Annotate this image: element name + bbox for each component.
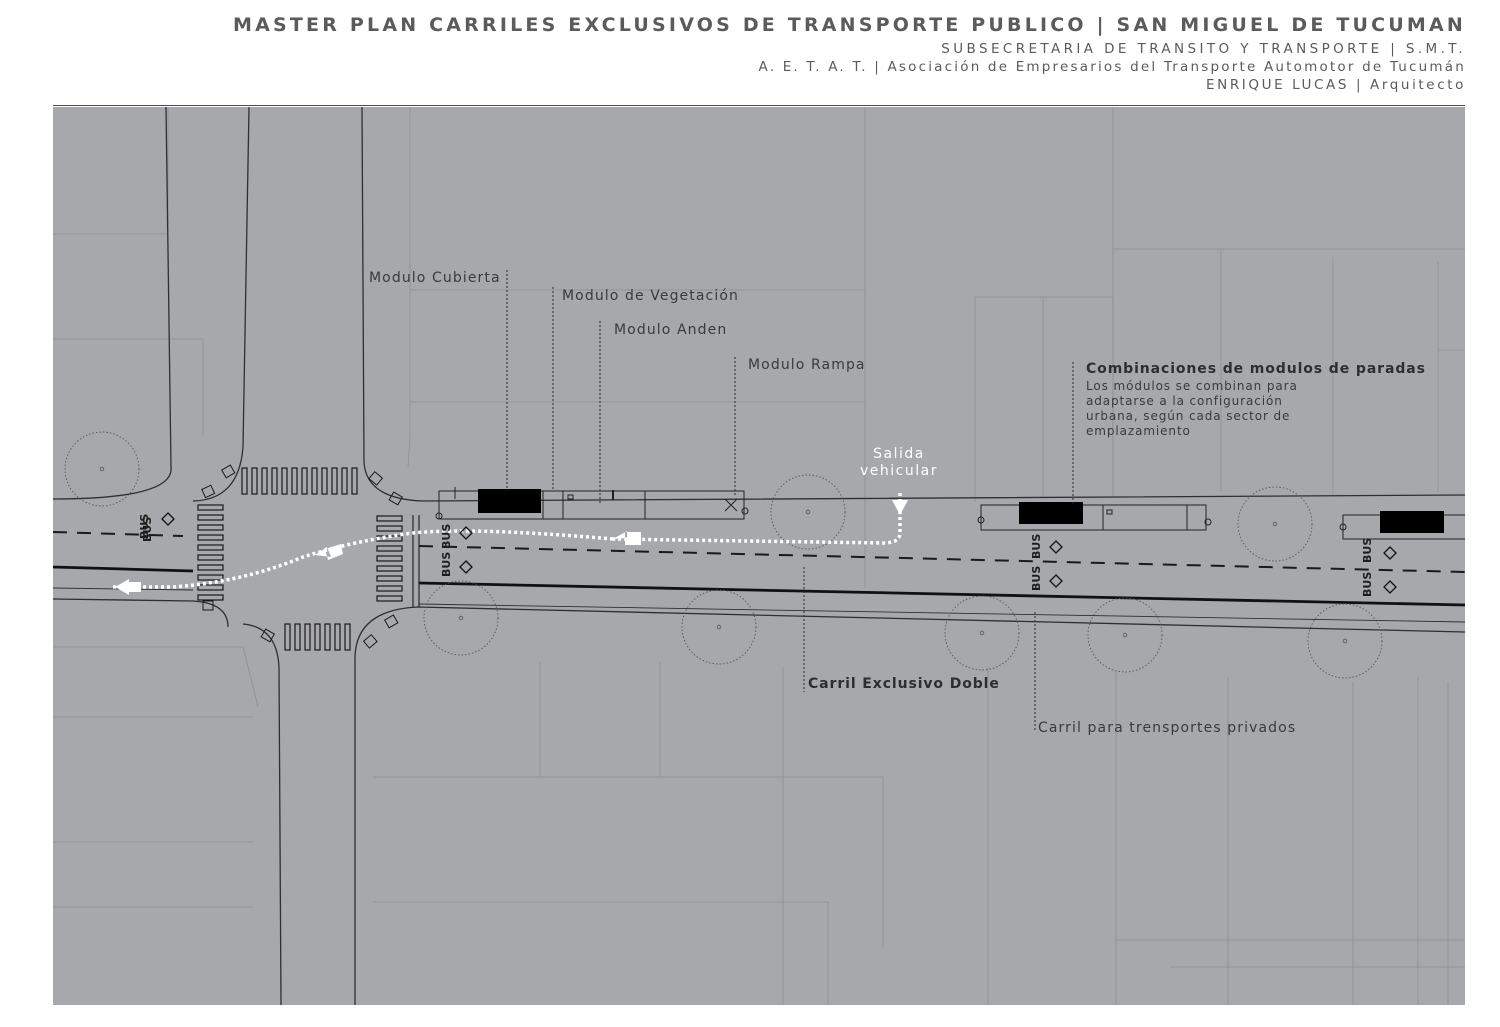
tree-canopies	[64, 431, 1383, 679]
bus-marking: BUS	[1361, 538, 1374, 563]
bus-marking: BUS	[1361, 572, 1374, 597]
route-arrows	[115, 500, 908, 595]
bus-marking: BUS	[1030, 566, 1043, 591]
property-lines	[53, 107, 1465, 1005]
bus-markings: BUS BUS BUS BUS BUS BUS BUS BUS	[138, 514, 1374, 597]
crosswalk-east	[376, 515, 403, 602]
vehicular-exit-route	[113, 493, 902, 589]
bus-stop-west	[435, 487, 749, 520]
diamond-markings	[161, 512, 1397, 594]
plan-drawing: BUS BUS BUS BUS BUS BUS BUS BUS Modulo C…	[53, 107, 1465, 1005]
label-combinaciones-line2: adaptarse a la configuración	[1086, 394, 1283, 408]
lane-dividers	[53, 531, 1465, 623]
bus-stop-east	[1339, 511, 1465, 540]
label-salida: Salida	[873, 446, 925, 462]
curb-lines	[53, 107, 1465, 1005]
bus-marking: BUS	[141, 517, 154, 542]
label-carril-exclusivo: Carril Exclusivo Doble	[808, 676, 1000, 692]
label-combinaciones-line3: urbana, según cada sector de	[1086, 409, 1290, 423]
street-plan: BUS BUS BUS BUS BUS BUS BUS BUS Modulo C…	[53, 107, 1465, 1005]
subtitle-agency: SUBSECRETARIA DE TRANSITO Y TRANSPORTE |…	[941, 41, 1466, 57]
bus-marking: BUS	[1030, 534, 1043, 559]
label-modulo-cubierta: Modulo Cubierta	[369, 270, 501, 286]
plan-background	[53, 107, 1465, 1005]
combination-module-block	[1019, 502, 1083, 524]
label-combinaciones-title: Combinaciones de modulos de paradas	[1086, 361, 1426, 377]
bus-marking: BUS	[440, 552, 453, 577]
subtitle-association: A. E. T. A. T. | Asociación de Empresari…	[758, 59, 1466, 75]
crosswalk-south	[284, 623, 351, 651]
label-modulo-rampa: Modulo Rampa	[748, 357, 866, 373]
crosswalk-west	[197, 504, 224, 601]
modulo-cubierta-block	[478, 489, 541, 513]
arrow-left-3	[115, 579, 141, 595]
corner-ramps	[201, 464, 404, 649]
arrow-left-1	[613, 531, 641, 545]
title-divider	[53, 105, 1465, 106]
label-combinaciones-line4: emplazamiento	[1086, 424, 1191, 438]
subtitle-author: ENRIQUE LUCAS | Arquitecto	[1205, 77, 1466, 93]
label-modulo-anden: Modulo Anden	[614, 322, 727, 338]
arrow-left-2	[315, 544, 343, 560]
bus-lane-dashed-line	[53, 531, 1465, 573]
leader-lines	[506, 270, 1074, 732]
label-modulo-vegetacion: Modulo de Vegetación	[562, 288, 739, 304]
bus-stop-center	[977, 502, 1212, 531]
bus-lane-solid-line	[53, 565, 1465, 607]
bus-marking: BUS	[138, 514, 151, 539]
title-block: MASTER PLAN CARRILES EXCLUSIVOS DE TRANS…	[233, 14, 1466, 93]
crosswalk-north	[241, 467, 358, 495]
arrow-down	[892, 500, 908, 515]
bus-marking: BUS	[440, 524, 453, 549]
label-carril-privados: Carril para trensportes privados	[1038, 720, 1296, 736]
plan-title: MASTER PLAN CARRILES EXCLUSIVOS DE TRANS…	[233, 14, 1466, 36]
tree-trunks	[99, 466, 1348, 644]
label-combinaciones-line1: Los módulos se combinan para	[1086, 379, 1298, 393]
label-vehicular: vehicular	[860, 463, 938, 479]
